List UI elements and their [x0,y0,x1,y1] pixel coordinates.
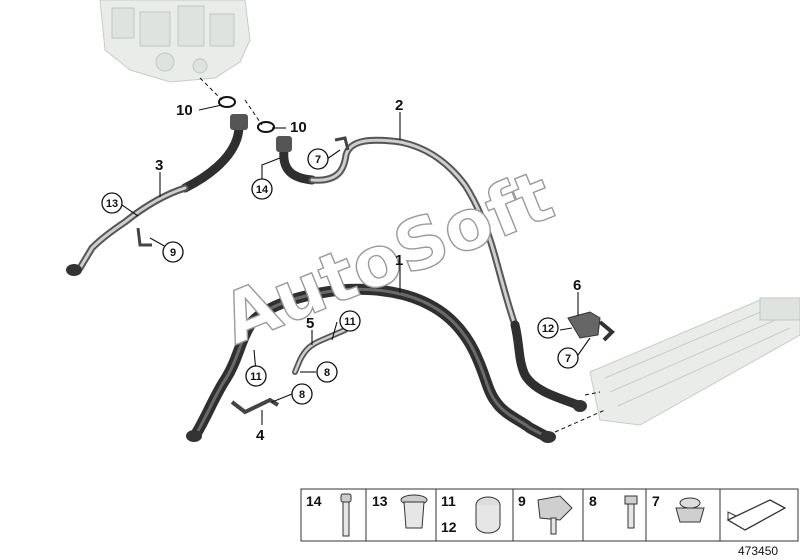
circled-callout-13: 13 [101,192,123,214]
circled-callout-14: 14 [251,178,273,200]
direction-arrow-icon [726,499,787,531]
legend-item-9: 9 [518,493,573,535]
parts-legend: 14 13 11 12 9 [300,488,799,542]
callout-5: 5 [306,315,314,332]
svg-text:7: 7 [315,154,321,166]
circled-callout-7-top: 7 [307,148,329,170]
svg-text:14: 14 [306,493,322,509]
ghost-compressor-unit [99,0,251,83]
svg-text:9: 9 [170,247,176,259]
bolt-8-icon [624,495,638,529]
circled-callout-8-lower: 8 [291,383,313,405]
legend-item-7: 7 [652,493,705,523]
callout-numbers: 1 2 3 4 5 6 10 10 [155,97,581,444]
circled-callout-7-right: 7 [557,347,579,369]
circled-callout-8-upper: 8 [316,361,338,383]
hose-3 [66,114,248,276]
legend-item-14: 14 [306,493,352,537]
o-rings-10 [218,96,275,133]
circled-callout-11-left: 11 [245,365,267,387]
svg-text:11: 11 [250,371,262,383]
reference-number: 473450 [738,544,778,558]
callout-2: 2 [395,97,403,114]
svg-text:8: 8 [589,493,597,509]
nut-7-icon [675,497,705,523]
svg-text:8: 8 [324,367,330,379]
hose-clamp-icon [475,496,501,534]
circled-callouts: 7 13 9 14 11 11 8 8 [101,148,579,405]
legend-item-13: 13 [372,493,428,529]
circled-callout-11-top: 11 [339,310,361,332]
clip-9-icon [537,495,573,535]
circled-callout-9: 9 [162,241,184,263]
svg-text:12: 12 [441,519,457,535]
callout-10-right: 10 [290,119,307,136]
svg-text:11: 11 [344,316,356,328]
callout-3: 3 [155,157,163,174]
screw-14-icon [340,493,352,537]
svg-text:11: 11 [441,493,456,509]
hose-1 [186,283,556,443]
svg-text:8: 8 [299,389,305,401]
svg-text:13: 13 [106,198,118,210]
rivet-nut-13-icon [400,494,428,529]
svg-text:9: 9 [518,493,526,509]
callout-4: 4 [256,427,265,444]
bracket-4 [230,397,280,415]
legend-item-11-12: 11 12 [441,493,501,535]
hose-5 [292,327,348,375]
callout-6: 6 [573,277,581,294]
legend-item-8: 8 [589,493,638,529]
callout-10-left: 10 [176,102,193,119]
svg-text:7: 7 [652,493,660,509]
ghost-heat-exchanger [589,297,800,426]
hose-2 [276,136,587,412]
svg-text:7: 7 [565,353,571,365]
part-6-valve [567,311,615,342]
svg-text:14: 14 [256,184,269,196]
dashed-connection-lines [199,77,606,433]
svg-text:12: 12 [542,323,554,335]
callout-1: 1 [395,252,403,269]
svg-text:13: 13 [372,493,388,509]
circled-callout-12: 12 [537,317,559,339]
